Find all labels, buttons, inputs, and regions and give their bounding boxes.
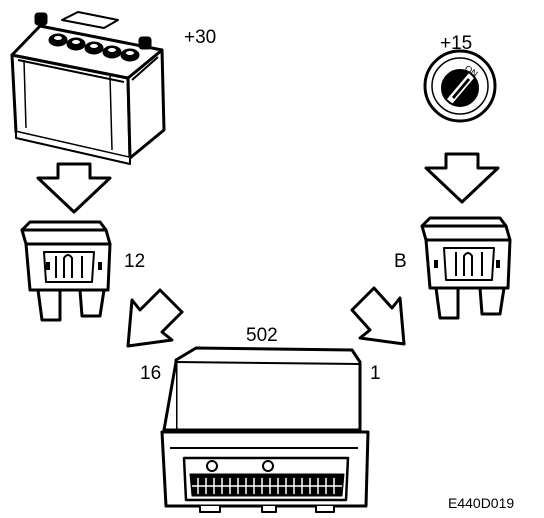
battery-terminal-label: +30 xyxy=(184,27,217,48)
left-pin-label: 16 xyxy=(140,363,162,384)
diagonal-arrow-icon xyxy=(350,286,406,346)
right-pin-label: 1 xyxy=(370,363,381,384)
left-fuse-label: 12 xyxy=(124,251,146,272)
down-arrow-icon xyxy=(424,152,500,204)
right-fuse-label: B xyxy=(394,251,407,272)
ignition-terminal-label: +15 xyxy=(440,33,473,54)
figure-code: E440D019 xyxy=(448,495,515,511)
down-arrow-icon xyxy=(36,162,112,214)
fuse-icon xyxy=(20,220,112,322)
ignition-switch-icon xyxy=(423,49,497,123)
diagonal-arrow-icon xyxy=(126,288,184,348)
fuse-icon xyxy=(420,216,512,320)
control-unit-label: 502 xyxy=(246,325,278,346)
battery-icon xyxy=(10,11,166,165)
control-unit-icon xyxy=(160,346,370,513)
